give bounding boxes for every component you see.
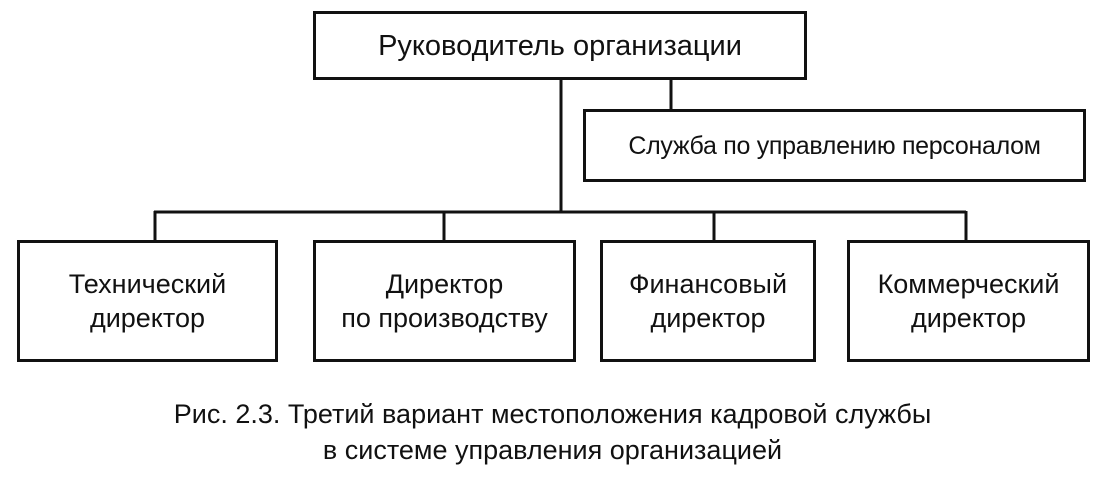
box-production-director: Директор по производству (313, 240, 576, 362)
caption-line2: в системе управления организацией (322, 435, 783, 465)
box-technical-director: Технический директор (17, 240, 278, 362)
commercial-director-line2: директор (910, 303, 1027, 333)
financial-director-line2: директор (650, 303, 766, 333)
organization-head-label: Руководитель организации (378, 29, 742, 62)
figure-caption: Рис. 2.3. Третий вариант местоположения … (0, 396, 1105, 468)
commercial-director-line1: Коммерческий (877, 269, 1060, 299)
technical-director-line1: Технический (68, 269, 227, 299)
box-financial-director: Финансовый директор (600, 240, 816, 362)
box-hr-service: Служба по управлению персоналом (583, 109, 1086, 182)
production-director-line2: по производству (341, 303, 548, 333)
hr-service-label: Служба по управлению персоналом (628, 131, 1041, 160)
financial-director-line1: Финансовый (628, 269, 788, 299)
box-commercial-director: Коммерческий директор (847, 240, 1090, 362)
production-director-line1: Директор (385, 269, 504, 299)
box-organization-head: Руководитель организации (313, 11, 807, 80)
technical-director-line2: директор (89, 303, 206, 333)
caption-line1: Рис. 2.3. Третий вариант местоположения … (173, 399, 932, 429)
